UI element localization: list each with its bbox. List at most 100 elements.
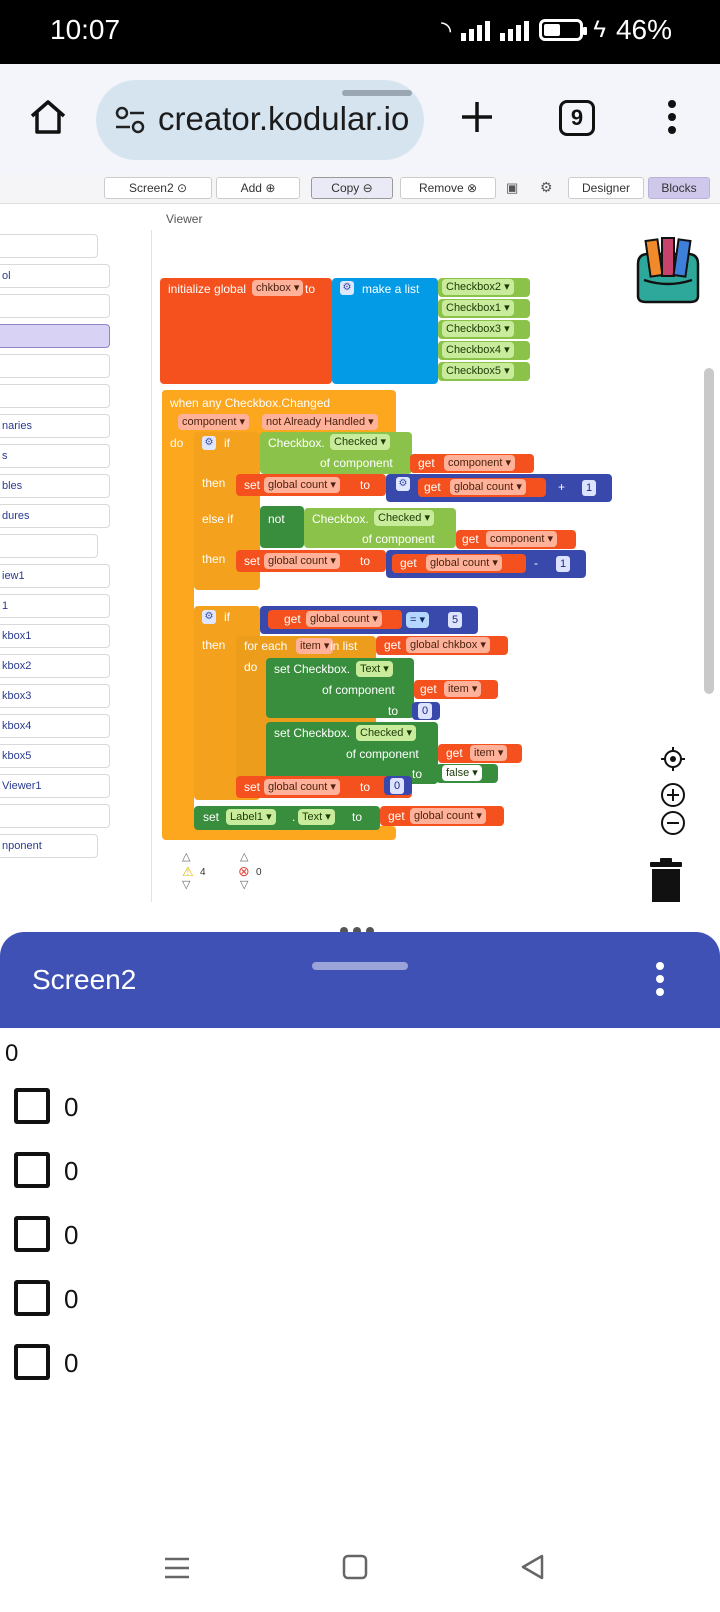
warning-prev-icon[interactable]: △: [182, 851, 191, 863]
get-var-dropdown[interactable]: global count ▾: [306, 611, 382, 627]
property-dropdown[interactable]: Checked ▾: [374, 510, 434, 526]
checkbox-5[interactable]: [14, 1344, 50, 1380]
set-var-dropdown[interactable]: global count ▾: [264, 553, 340, 569]
checkbox-1[interactable]: [14, 1088, 50, 1124]
home-nav-icon[interactable]: [342, 1554, 368, 1580]
get-var-dropdown[interactable]: global count ▾: [410, 808, 486, 824]
drawer-item-view1[interactable]: iew1: [0, 564, 110, 588]
get-var-dropdown[interactable]: global count ▾: [426, 555, 502, 571]
component-dropdown[interactable]: Checkbox3 ▾: [442, 321, 514, 337]
drawer-item-procedures[interactable]: dures: [0, 504, 110, 528]
backpack-icon[interactable]: [630, 236, 706, 306]
get-var-dropdown[interactable]: item ▾: [444, 681, 482, 697]
blocks-button[interactable]: Blocks: [648, 177, 710, 199]
not-block[interactable]: [260, 506, 304, 548]
loop-var-field[interactable]: item ▾: [296, 638, 334, 654]
mutator-gear-icon[interactable]: ⚙: [340, 281, 354, 295]
property-dropdown[interactable]: Checked ▾: [356, 725, 416, 741]
drawer-item[interactable]: [0, 354, 110, 378]
drawer-item-label1[interactable]: 1: [0, 594, 110, 618]
drawer-item[interactable]: [0, 534, 98, 558]
boolean-dropdown[interactable]: false ▾: [442, 765, 482, 781]
to-label: to: [360, 554, 371, 568]
component-dropdown[interactable]: Label1 ▾: [226, 809, 276, 825]
trash-icon[interactable]: [648, 858, 684, 902]
drawer-item-viewer1[interactable]: Viewer1: [0, 774, 110, 798]
init-global-block[interactable]: [160, 278, 332, 384]
app-menu-icon[interactable]: [656, 962, 664, 998]
center-workspace-icon[interactable]: [660, 746, 686, 772]
param-not-handled[interactable]: not Already Handled ▾: [262, 414, 378, 430]
copy-screen-button[interactable]: Copy ⊖: [311, 177, 393, 199]
tab-switcher-button[interactable]: 9: [559, 100, 595, 136]
new-tab-icon[interactable]: [460, 100, 494, 134]
checkbox-2[interactable]: [14, 1152, 50, 1188]
settings-gear-icon[interactable]: ⚙: [540, 179, 553, 195]
make-a-list-block[interactable]: [332, 278, 438, 384]
error-next-icon[interactable]: ▽: [240, 879, 249, 891]
drawer-item-selected[interactable]: [0, 324, 110, 348]
if-mutator-gear-icon[interactable]: ⚙: [202, 610, 216, 624]
designer-button[interactable]: Designer: [568, 177, 644, 199]
back-icon[interactable]: [520, 1554, 544, 1580]
home-icon[interactable]: [28, 98, 68, 136]
get-var-dropdown[interactable]: global chkbox ▾: [406, 637, 490, 653]
recents-icon[interactable]: [164, 1556, 190, 1580]
drawer-item[interactable]: [0, 234, 98, 258]
get-var-dropdown[interactable]: component ▾: [486, 531, 558, 547]
param-component[interactable]: component ▾: [178, 414, 250, 430]
set-label-text-block[interactable]: [194, 806, 380, 830]
component-dropdown[interactable]: Checkbox5 ▾: [442, 363, 514, 379]
error-prev-icon[interactable]: △: [240, 851, 249, 863]
if-mutator-gear-icon[interactable]: ⚙: [202, 436, 216, 450]
number-literal[interactable]: 0: [418, 703, 433, 719]
screen-select-button[interactable]: Screen2 ⊙: [104, 177, 212, 199]
get-var-dropdown[interactable]: global count ▾: [450, 479, 526, 495]
component-dropdown[interactable]: Checkbox1 ▾: [442, 300, 514, 316]
get-var-dropdown[interactable]: item ▾: [470, 745, 508, 761]
drawer-item[interactable]: [0, 294, 110, 318]
number-literal[interactable]: 5: [448, 612, 463, 628]
zoom-in-icon[interactable]: [660, 782, 686, 808]
add-screen-button[interactable]: Add ⊕: [216, 177, 300, 199]
drawer-item-colors[interactable]: s: [0, 444, 110, 468]
drawer-item-checkbox5[interactable]: kbox5: [0, 744, 110, 768]
number-literal[interactable]: 1: [582, 480, 597, 496]
property-dropdown[interactable]: Text ▾: [356, 661, 393, 677]
math-mutator-gear-icon[interactable]: ⚙: [396, 477, 410, 491]
zoom-out-icon[interactable]: [660, 810, 686, 836]
warning-next-icon[interactable]: ▽: [182, 879, 191, 891]
var-name-field[interactable]: chkbox ▾: [252, 280, 304, 296]
site-settings-icon[interactable]: [114, 106, 146, 134]
drawer-item-any-component[interactable]: nponent: [0, 834, 98, 858]
sheet-grab-handle[interactable]: [312, 962, 408, 970]
workspace-scrollbar[interactable]: [704, 368, 714, 694]
drawer-item-dictionaries[interactable]: naries: [0, 414, 110, 438]
drawer-item-checkbox1[interactable]: kbox1: [0, 624, 110, 648]
drawer-item[interactable]: [0, 384, 110, 408]
split-handle-dots[interactable]: [340, 922, 382, 935]
set-var-dropdown[interactable]: global count ▾: [264, 477, 340, 493]
remove-screen-button[interactable]: Remove ⊗: [400, 177, 496, 199]
drawer-item-checkbox3[interactable]: kbox3: [0, 684, 110, 708]
drawer-item-checkbox4[interactable]: kbox4: [0, 714, 110, 738]
drawer-item-variables[interactable]: bles: [0, 474, 110, 498]
checkbox-4[interactable]: [14, 1280, 50, 1316]
drawer-item[interactable]: [0, 804, 110, 828]
checkbox-3[interactable]: [14, 1216, 50, 1252]
number-literal[interactable]: 1: [556, 556, 571, 572]
preview-icon[interactable]: ▣: [506, 180, 519, 195]
drawer-item-checkbox2[interactable]: kbox2: [0, 654, 110, 678]
set-var-dropdown[interactable]: global count ▾: [264, 779, 340, 795]
compare-operator-dropdown[interactable]: = ▾: [406, 612, 430, 628]
url-text: creator.kodular.io: [158, 100, 410, 137]
property-dropdown[interactable]: Text ▾: [298, 809, 335, 825]
component-dropdown[interactable]: Checkbox4 ▾: [442, 342, 514, 358]
property-dropdown[interactable]: Checked ▾: [330, 434, 390, 450]
number-literal[interactable]: 0: [390, 778, 405, 794]
get-var-dropdown[interactable]: component ▾: [444, 455, 516, 471]
drawer-item-control[interactable]: ol: [0, 264, 110, 288]
url-bar[interactable]: creator.kodular.io: [96, 80, 424, 160]
component-dropdown[interactable]: Checkbox2 ▾: [442, 279, 514, 295]
browser-menu-icon[interactable]: [668, 100, 676, 136]
